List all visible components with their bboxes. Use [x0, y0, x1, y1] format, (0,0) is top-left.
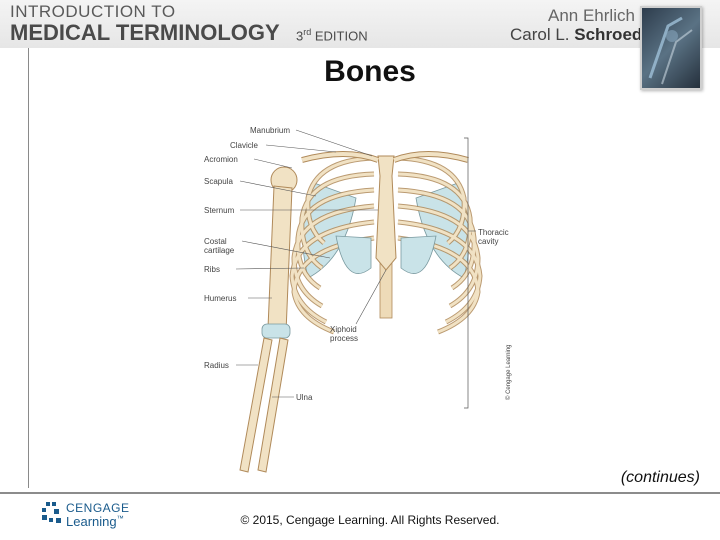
edition-label: 3rd EDITION: [296, 27, 368, 43]
copyright-text: © 2015, Cengage Learning. All Rights Res…: [0, 513, 720, 527]
author-schroeder: Carol L. Schroeder: [510, 25, 658, 45]
left-divider: [28, 48, 29, 488]
slide-title: Bones: [0, 55, 720, 89]
label-radius: Radius: [204, 361, 229, 370]
skeleton-illustration: [196, 118, 526, 480]
label-acromion: Acromion: [204, 155, 238, 164]
author-ehrlich: Ann Ehrlich: [548, 6, 635, 26]
label-sternum: Sternum: [204, 206, 234, 215]
continues-note: (continues): [621, 469, 700, 487]
label-clavicle: Clavicle: [230, 141, 258, 150]
label-ribs: Ribs: [204, 265, 220, 274]
footer-divider: [0, 492, 720, 494]
label-scapula: Scapula: [204, 177, 233, 186]
skeleton-figure: Manubrium Clavicle Acromion Scapula Ster…: [196, 118, 526, 480]
image-credit: © Cengage Learning: [506, 345, 512, 400]
book-title-line2: MEDICAL TERMINOLOGY: [10, 20, 280, 46]
label-humerus: Humerus: [204, 294, 236, 303]
label-ulna: Ulna: [296, 393, 312, 402]
book-title-line1: INTRODUCTION TO: [10, 2, 176, 22]
label-manubrium: Manubrium: [250, 126, 290, 135]
